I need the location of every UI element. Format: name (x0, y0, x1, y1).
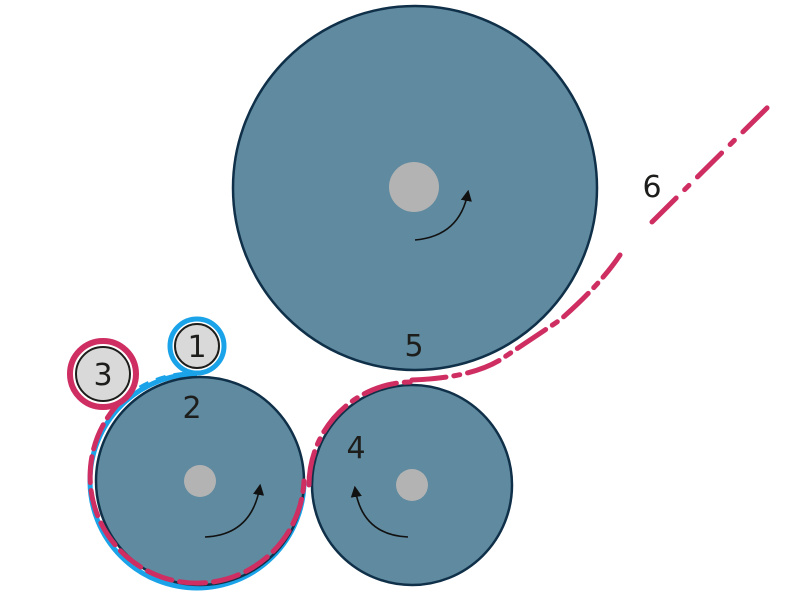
red-path-web-6 (649, 100, 775, 225)
label-roller-4: 4 (346, 431, 365, 466)
roller-2-hub (184, 465, 216, 497)
red-path-roller-4 (306, 379, 415, 488)
red-path-web-exit (409, 252, 623, 383)
label-roller-3: 3 (93, 358, 112, 393)
roller-5-hub (389, 162, 439, 212)
label-roller-5: 5 (404, 329, 423, 364)
roller-4-hub (396, 469, 428, 501)
roller-3 (75, 346, 131, 402)
label-roller-1: 1 (187, 330, 206, 365)
roller-2-rotation-arrow (204, 483, 265, 538)
roller-5-rotation-arrow (414, 189, 472, 241)
label-roller-2: 2 (182, 391, 201, 426)
roller-4-rotation-arrow (350, 485, 409, 538)
red-path-roller-2 (87, 395, 307, 586)
roller-1 (174, 323, 220, 369)
label-web-6: 6 (642, 170, 661, 205)
